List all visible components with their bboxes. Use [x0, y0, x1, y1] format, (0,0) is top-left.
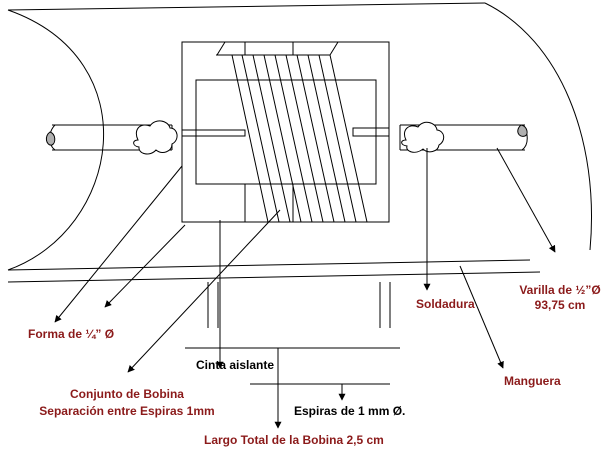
label-soldadura: Soldadura — [416, 297, 475, 311]
label-manguera: Manguera — [504, 374, 561, 388]
right-rod-end — [517, 124, 528, 137]
label-forma: Forma de ¼” Ø — [28, 327, 115, 341]
leader-forma — [54, 165, 183, 323]
label-espiras: Espiras de 1 mm Ø. — [294, 404, 406, 418]
dimension-lines — [185, 347, 400, 385]
coil-form-inner — [182, 79, 389, 185]
label-varilla-line1: Varilla de ½”Ø — [519, 283, 601, 297]
hose-outline — [7, 2, 593, 283]
leader-forma-2 — [104, 224, 186, 308]
left-weld — [133, 120, 178, 155]
right-weld — [401, 121, 445, 153]
leader-manguera — [459, 265, 504, 369]
label-varilla-line2: 93,75 cm — [534, 298, 586, 312]
leader-conjunto — [127, 209, 281, 373]
coil-windings — [216, 41, 368, 223]
label-conjunto-line2: Separación entre Espiras 1mm — [39, 404, 215, 418]
tape-markers — [207, 282, 391, 328]
label-cinta: Cinta aislante — [196, 358, 275, 372]
coil-form-outer — [181, 41, 390, 223]
label-conjunto-line1: Conjunto de Bobina — [70, 387, 184, 401]
leader-varilla — [496, 147, 556, 253]
leader-lines — [54, 147, 556, 429]
label-largo: Largo Total de la Bobina 2,5 cm — [204, 433, 384, 447]
left-rod-end — [45, 131, 56, 146]
